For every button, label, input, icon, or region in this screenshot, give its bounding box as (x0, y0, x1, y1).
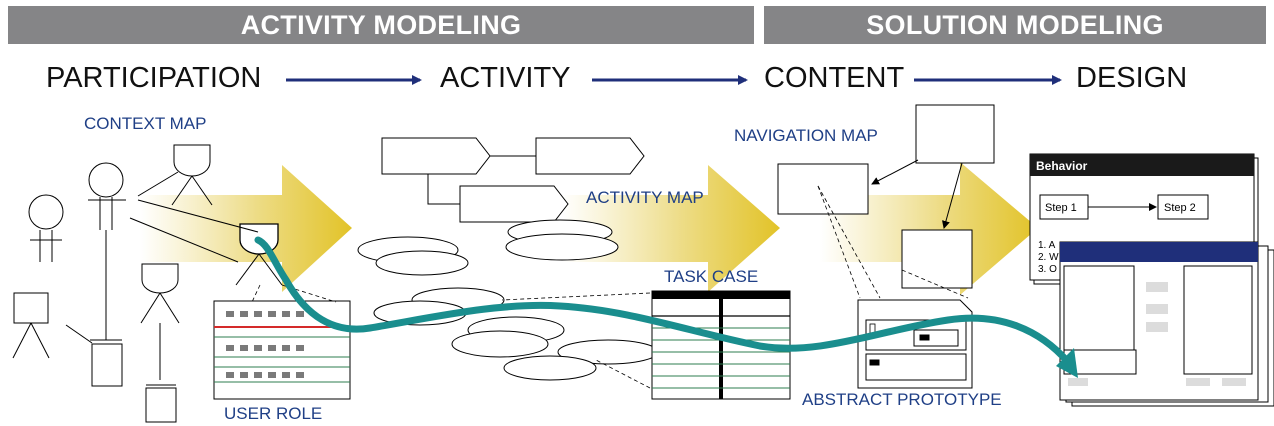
task-case-dashed-links (501, 292, 651, 389)
activity-modeling-header: ACTIVITY MODELING (8, 6, 754, 44)
behavior-list-item-3: 3. O (1038, 264, 1057, 275)
behavior-list-item-1: 1. A (1038, 240, 1056, 251)
activity-map-label: ACTIVITY MAP (586, 188, 704, 207)
nav-link-1 (871, 159, 919, 185)
behavior-list-item-2: 2. W (1038, 252, 1059, 263)
step-2-label: Step 2 (1164, 202, 1196, 214)
navigation-map-shapes (777, 104, 995, 289)
gold-arrow-3 (820, 162, 1038, 295)
activity-map-shapes (357, 137, 645, 276)
stage-design: DESIGN (1076, 62, 1188, 94)
abstract-prototype-card (857, 299, 973, 389)
context-map-label: CONTEXT MAP (84, 114, 207, 133)
stage-activity: ACTIVITY (440, 62, 571, 94)
task-case-ellipses (373, 287, 659, 381)
gold-arrow-2 (562, 165, 780, 292)
user-role-card (213, 300, 351, 400)
stage-participation: PARTICIPATION (46, 62, 262, 94)
behavior-title: Behavior (1036, 159, 1088, 173)
step-1-label: Step 1 (1045, 202, 1077, 214)
task-case-label: TASK CASE (664, 267, 759, 286)
screen-mockup (1059, 241, 1274, 407)
nav-dashed-links (817, 185, 969, 299)
stage-content: CONTENT (764, 62, 905, 94)
solution-modeling-header: SOLUTION MODELING (764, 6, 1266, 44)
user-role-label: USER ROLE (224, 404, 323, 423)
nav-link-2 (942, 162, 963, 229)
teal-arrowhead (1056, 348, 1078, 378)
teal-path (254, 236, 1072, 366)
abstract-prototype-label: ABSTRACT PROTOTYPE (802, 390, 1002, 409)
navigation-map-label: NAVIGATION MAP (734, 126, 878, 145)
